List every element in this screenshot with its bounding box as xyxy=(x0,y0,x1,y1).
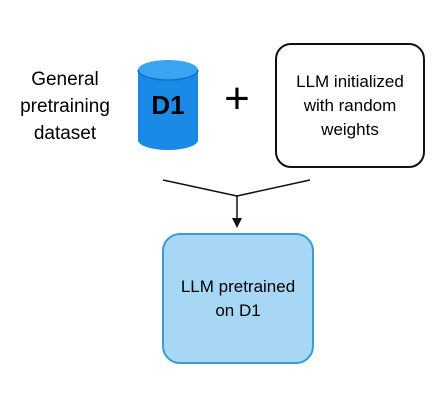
dataset-label: General pretraining dataset xyxy=(20,69,110,144)
plus-icon: + xyxy=(224,74,250,123)
llm-pretrained-box: LLM pretrained on D1 xyxy=(162,233,314,364)
database-icon: D1 xyxy=(136,60,200,152)
llm-random-init-label: LLM initialized with random weights xyxy=(296,71,404,139)
arrow-head xyxy=(232,218,242,228)
merge-line-left xyxy=(162,179,238,197)
llm-random-init-box: LLM initialized with random weights xyxy=(275,43,425,168)
merge-line-right xyxy=(236,179,311,197)
database-label: D1 xyxy=(151,90,185,120)
llm-pretrained-label: LLM pretrained on D1 xyxy=(180,276,296,320)
